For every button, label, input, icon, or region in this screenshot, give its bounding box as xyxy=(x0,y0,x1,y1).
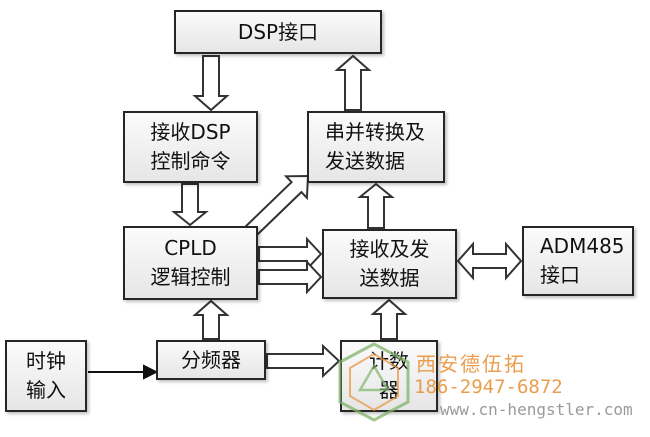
frequency-divider-block: 分频器 xyxy=(156,340,266,380)
serial-parallel-line2: 发送数据 xyxy=(325,149,405,173)
serial-parallel-block: 串并转换及 发送数据 xyxy=(307,111,445,183)
counter-line1: 计数 xyxy=(369,349,409,373)
clock-input-block: 时钟 输入 xyxy=(5,340,87,412)
receive-dsp-line2: 控制命令 xyxy=(150,149,231,173)
arrow-divider-to-counter xyxy=(266,343,341,379)
arrow-receive-send-adm485 xyxy=(456,241,523,281)
arrow-receive-send-to-serial xyxy=(357,182,395,229)
counter-line2: 器 xyxy=(379,378,399,402)
adm485-interface-block: ADM485 接口 xyxy=(522,226,634,296)
counter-block: 计数 器 xyxy=(340,340,438,412)
arrow-serial-to-dsp xyxy=(334,54,372,111)
receive-send-line1: 接收及发 xyxy=(349,237,430,261)
cpld-logic-block: CPLD 逻辑控制 xyxy=(123,226,258,300)
arrow-cpld-to-serial xyxy=(243,174,310,239)
arrow-cpld-to-receive-send-lower xyxy=(258,259,323,295)
receive-send-data-block: 接收及发 送数据 xyxy=(322,229,457,299)
receive-dsp-command-block: 接收DSP 控制命令 xyxy=(123,111,258,183)
cpld-line1: CPLD xyxy=(164,236,217,260)
serial-parallel-line1: 串并转换及 xyxy=(325,120,425,144)
arrow-counter-to-receive-send xyxy=(370,298,408,340)
clock-line-arrowhead xyxy=(143,364,159,380)
receive-send-line2: 送数据 xyxy=(359,266,420,290)
clock-input-line2: 输入 xyxy=(26,378,66,402)
adm485-line1: ADM485 xyxy=(540,234,625,258)
receive-dsp-line1: 接收DSP xyxy=(150,120,231,144)
adm485-line2: 接口 xyxy=(540,263,580,287)
arrow-dsp-to-receive xyxy=(192,55,230,112)
dsp-interface-label: DSP接口 xyxy=(237,19,319,44)
dsp-interface-block: DSP接口 xyxy=(174,10,382,54)
divider-label: 分频器 xyxy=(181,347,241,372)
clock-input-line1: 时钟 xyxy=(26,349,66,373)
cpld-line2: 逻辑控制 xyxy=(150,265,231,289)
arrow-divider-to-cpld xyxy=(192,299,230,340)
arrow-receive-to-cpld xyxy=(171,183,209,227)
arrow-cpld-to-receive-send xyxy=(258,236,323,272)
